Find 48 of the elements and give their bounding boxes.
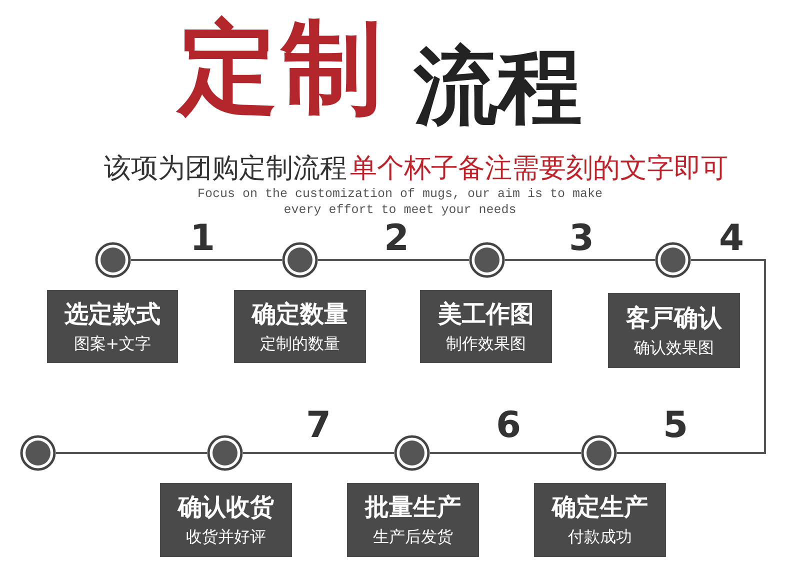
step-title: 选定款式 bbox=[64, 298, 160, 328]
step-box bbox=[234, 290, 366, 363]
step-description: 制作效果图 bbox=[446, 332, 526, 354]
connector-line bbox=[56, 452, 207, 454]
step-circle bbox=[20, 435, 56, 471]
step-circle bbox=[394, 435, 430, 471]
step-circle bbox=[655, 242, 691, 278]
step-number: 5 bbox=[663, 405, 688, 446]
step-number: 1 bbox=[190, 218, 216, 259]
step-box bbox=[47, 290, 178, 363]
step-number: 4 bbox=[719, 218, 744, 259]
step-description: 定制的数量 bbox=[260, 332, 340, 354]
step-description: 生产后发货 bbox=[373, 526, 453, 548]
step-circle bbox=[581, 435, 617, 471]
step-box bbox=[347, 483, 479, 557]
title-text: 流程 bbox=[414, 36, 582, 137]
step-title: 确定生产 bbox=[552, 492, 648, 522]
step-box bbox=[534, 483, 666, 557]
connector-line bbox=[243, 452, 394, 454]
step-title: 美工作图 bbox=[438, 298, 534, 328]
step-number: 6 bbox=[496, 405, 522, 446]
step-title: 确定数量 bbox=[252, 298, 348, 328]
step-circle bbox=[95, 242, 131, 278]
step-box bbox=[160, 483, 292, 557]
step-description: 付款成功 bbox=[568, 526, 632, 548]
english-tagline: Focus on the customization of mugs, our aim is to make every effort to meet your needs bbox=[196, 186, 604, 218]
step-circle bbox=[469, 242, 505, 278]
connector-line bbox=[318, 259, 469, 261]
step-circle bbox=[207, 435, 243, 471]
step-number: 2 bbox=[384, 218, 410, 259]
subtitle-note: 单个杯子备注需要刻的文字即可 bbox=[350, 152, 728, 186]
step-circle bbox=[282, 242, 318, 278]
step-title: 确认收货 bbox=[178, 492, 274, 522]
title-brush-text: 定制 bbox=[178, 7, 386, 128]
step-number: 3 bbox=[569, 218, 594, 259]
step-description: 收货并好评 bbox=[186, 526, 266, 548]
step-description: 确认效果图 bbox=[634, 336, 714, 358]
step-box bbox=[608, 293, 740, 368]
step-number: 7 bbox=[306, 405, 332, 446]
connector-line bbox=[430, 452, 581, 454]
step-title: 客戸确认 bbox=[626, 302, 722, 332]
connector-line bbox=[617, 259, 766, 454]
step-box bbox=[420, 290, 552, 363]
step-description: 图案+文字 bbox=[74, 332, 152, 354]
subtitle-text: 该项为团购定制流程 bbox=[104, 152, 347, 186]
connector-line bbox=[131, 259, 282, 261]
step-title: 批量生产 bbox=[365, 492, 461, 522]
connector-line bbox=[505, 259, 655, 261]
